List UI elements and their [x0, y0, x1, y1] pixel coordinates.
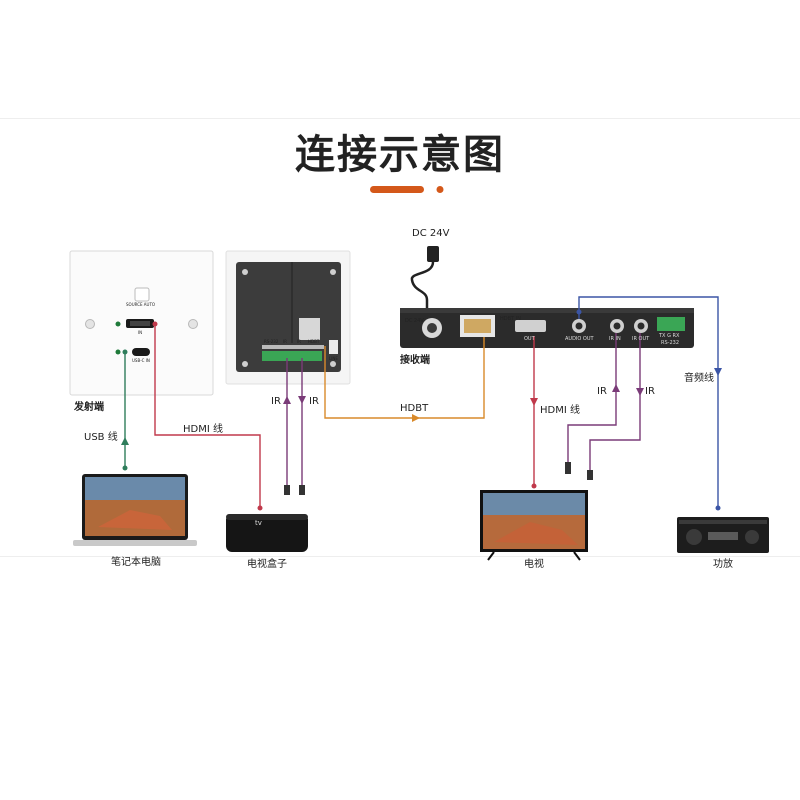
ir-right-2-label: IR [645, 386, 655, 397]
tv-caption: 电视 [524, 559, 544, 570]
ir-left-1-label: IR [271, 396, 281, 407]
receiver-dc-port-label: DC 24V [405, 318, 424, 324]
back-line-port-label: LINE [329, 356, 338, 361]
laptop-device [73, 474, 197, 546]
receiver-ir-in-label: IR IN [609, 336, 621, 342]
transmitter-label: 发射端 [74, 402, 104, 413]
ir-right-1-label: IR [597, 386, 607, 397]
top-divider [0, 118, 800, 119]
ir-cables-right [565, 333, 644, 480]
receiver-rs232-label: RS-232 [661, 340, 679, 346]
back-terminal-ir2-label: IR [297, 339, 301, 344]
receiver-rs232-pins-label: TX G RX [659, 333, 680, 339]
back-terminal-ir1-label: IR [283, 339, 287, 344]
back-terminal-hdbt-label: HDBT [308, 339, 320, 344]
usbc-in-port-label: USB-C IN [132, 358, 150, 363]
hdmi-in-port-label: IN [138, 330, 143, 335]
transmitter-back-panel [225, 250, 351, 385]
usb-cable-label: USB 线 [84, 432, 118, 443]
tv-box-logo: tv [255, 519, 262, 527]
audio-cable [576, 296, 722, 511]
bottom-divider [0, 556, 800, 557]
ir-left-2-label: IR [309, 396, 319, 407]
receiver-audio-out-label: AUDIO OUT [565, 336, 594, 342]
hdmi-cable-rx [530, 336, 538, 489]
transmitter-front-panel [69, 250, 214, 396]
back-terminal-rs232-label: RS-232 [264, 339, 279, 344]
hdbt-cable-label: HDBT [400, 403, 429, 414]
power-adapter-plug [410, 246, 439, 308]
ir-cables-left [283, 358, 306, 495]
amplifier-device [677, 517, 769, 553]
hdbt-cable [324, 337, 485, 422]
tv-box-device [226, 514, 308, 552]
tv-device [480, 490, 588, 561]
usb-cable [121, 349, 129, 471]
hdmi-tx-cable-label: HDMI 线 [183, 424, 223, 435]
laptop-caption: 笔记本电脑 [111, 557, 161, 568]
receiver-hdmi-out-label: OUT [524, 336, 535, 342]
hdmi-rx-cable-label: HDMI 线 [540, 405, 580, 416]
amplifier-caption: 功放 [713, 559, 733, 570]
receiver-hdbt-port-label: HDBT IN [500, 316, 521, 322]
receiver-box [400, 308, 694, 348]
hdmi-cable-tx [152, 321, 263, 511]
title-accent [370, 186, 444, 193]
power-adapter-label: DC 24V [412, 228, 450, 239]
receiver-label: 接收端 [400, 355, 430, 366]
tv-box-caption: 电视盒子 [247, 559, 287, 570]
receiver-ir-out-label: IR OUT [632, 336, 650, 342]
page-title: 连接示意图 [295, 132, 505, 178]
source-button-label: SOURCE AUTO [126, 302, 156, 307]
audio-cable-label: 音频线 [684, 373, 714, 384]
